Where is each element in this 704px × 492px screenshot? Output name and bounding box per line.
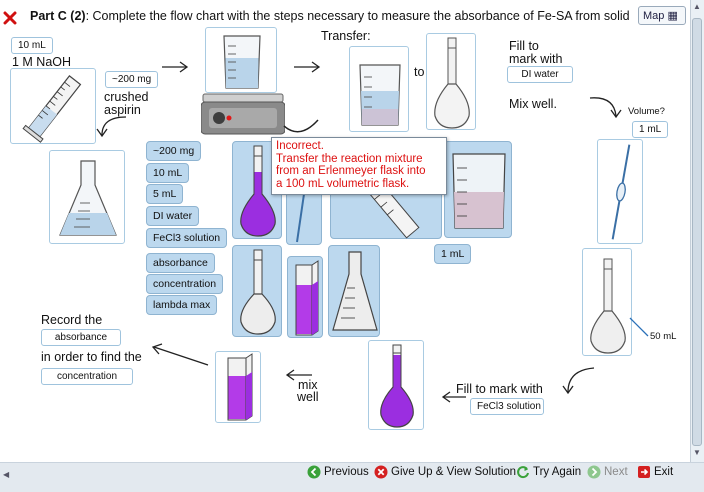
palette-chip[interactable]: 5 mL xyxy=(146,184,184,204)
incorrect-x-icon xyxy=(3,11,17,25)
flask-50ml-label: 50 mL xyxy=(650,331,677,342)
scroll-down-icon[interactable]: ▼ xyxy=(693,448,701,457)
cuvette-tile[interactable] xyxy=(215,351,261,423)
palette-chip[interactable]: 10 mL xyxy=(146,163,190,183)
palette-chip[interactable]: FeCl3 solution xyxy=(146,228,228,248)
beaker-tile[interactable] xyxy=(205,27,277,93)
palette-chip[interactable]: DI water xyxy=(146,206,200,226)
map-button[interactable]: Map ▦ xyxy=(638,6,686,25)
flow-arrow-right xyxy=(294,61,321,73)
question-title: Part C (2): Complete the flow chart with… xyxy=(30,9,630,23)
next-button[interactable]: Next xyxy=(587,465,628,479)
previous-icon xyxy=(307,465,321,479)
fill-fecl3-answer[interactable]: FeCl3 solution xyxy=(470,398,544,415)
in-order-label: in order to find the xyxy=(41,350,142,364)
error-message: Incorrect. Transfer the reaction mixture… xyxy=(271,137,447,195)
fill-di-water-answer[interactable]: DI water xyxy=(507,66,573,83)
hotplate-cord xyxy=(283,119,319,133)
to-label: to xyxy=(414,65,425,79)
palette-cuvette-tile[interactable] xyxy=(287,256,323,338)
mix-well-label: Mix well. xyxy=(509,97,557,111)
find-answer[interactable]: concentration xyxy=(41,368,133,385)
flow-arrow-right xyxy=(162,61,189,73)
flow-arrow-diagonal xyxy=(151,343,209,366)
flow-arrow-left xyxy=(285,369,312,381)
palette-chip[interactable]: absorbance xyxy=(146,253,215,273)
palette-chip[interactable]: concentration xyxy=(146,274,224,294)
flow-arrow-curve-left xyxy=(562,367,595,395)
cuvette-icon xyxy=(295,260,319,336)
volume-answer[interactable]: 1 mL xyxy=(632,121,669,138)
connector-line xyxy=(629,317,649,337)
transfer-label: Transfer: xyxy=(321,29,371,43)
naoh-name-label: 1 M NaOH xyxy=(12,55,72,69)
give-up-icon xyxy=(374,465,388,479)
scroll-up-icon[interactable]: ▲ xyxy=(693,2,701,11)
erlenmeyer-flask-tile[interactable] xyxy=(49,150,125,244)
beaker-icon xyxy=(223,35,261,89)
volumetric-flask-icon xyxy=(590,258,626,354)
palette-empty-flask-tile[interactable] xyxy=(232,245,282,337)
transfer-beaker-tile[interactable] xyxy=(349,46,409,132)
flow-arrow-curve-left xyxy=(96,116,127,138)
cuvette-icon xyxy=(227,353,253,421)
scrollbar-thumb[interactable] xyxy=(692,18,702,446)
give-up-button[interactable]: Give Up & View Solution xyxy=(374,465,516,479)
volumetric-flask-icon xyxy=(240,249,276,335)
erlenmeyer-flask-icon xyxy=(59,160,117,236)
flow-arrow-curve-down xyxy=(589,97,622,119)
volumetric-flask-icon xyxy=(434,37,470,129)
record-label: Record the xyxy=(41,313,103,327)
naoh-volume-label[interactable]: 10 mL xyxy=(11,37,53,54)
palette-erlenmeyer-tile[interactable] xyxy=(328,245,380,337)
pipette-icon xyxy=(611,144,631,240)
record-answer[interactable]: absorbance xyxy=(41,329,121,346)
volumetric-flask-tile[interactable] xyxy=(426,33,476,130)
map-icon: ▦ xyxy=(667,10,678,22)
beaker-icon xyxy=(359,64,401,126)
try-again-button[interactable]: Try Again xyxy=(516,465,581,479)
exit-icon xyxy=(638,466,650,478)
previous-button[interactable]: Previous xyxy=(307,465,369,479)
fill-fecl3-label: Fill to mark with xyxy=(456,382,543,396)
palette-beaker-tile[interactable] xyxy=(444,141,512,238)
beaker-icon xyxy=(452,153,506,229)
try-again-icon xyxy=(517,466,529,479)
purple-flask-tile[interactable] xyxy=(368,340,424,430)
pipette-tile[interactable] xyxy=(597,139,643,244)
erlenmeyer-flask-icon xyxy=(332,251,378,331)
horizontal-scroll-left-icon[interactable]: ◀ xyxy=(3,470,10,479)
graduated-cylinder-tile[interactable] xyxy=(10,68,96,144)
next-icon xyxy=(587,465,601,479)
aspirin-amount-label[interactable]: ~200 mg xyxy=(105,71,159,88)
volumetric-flask-purple-icon xyxy=(380,344,414,428)
bottom-toolbar xyxy=(0,462,704,492)
palette-chip-1ml[interactable]: 1 mL xyxy=(434,244,472,264)
palette-chip[interactable]: lambda max xyxy=(146,295,218,315)
volumetric-flask-50ml-tile[interactable] xyxy=(582,248,632,356)
graduated-cylinder-icon xyxy=(22,75,82,143)
volumetric-flask-purple-icon xyxy=(240,145,276,237)
flow-arrow-left xyxy=(441,391,466,403)
hotplate-icon xyxy=(201,93,285,135)
volume-question-label: Volume? xyxy=(628,106,665,117)
exit-button[interactable]: Exit xyxy=(637,465,673,479)
palette-chip[interactable]: ~200 mg xyxy=(146,141,202,161)
